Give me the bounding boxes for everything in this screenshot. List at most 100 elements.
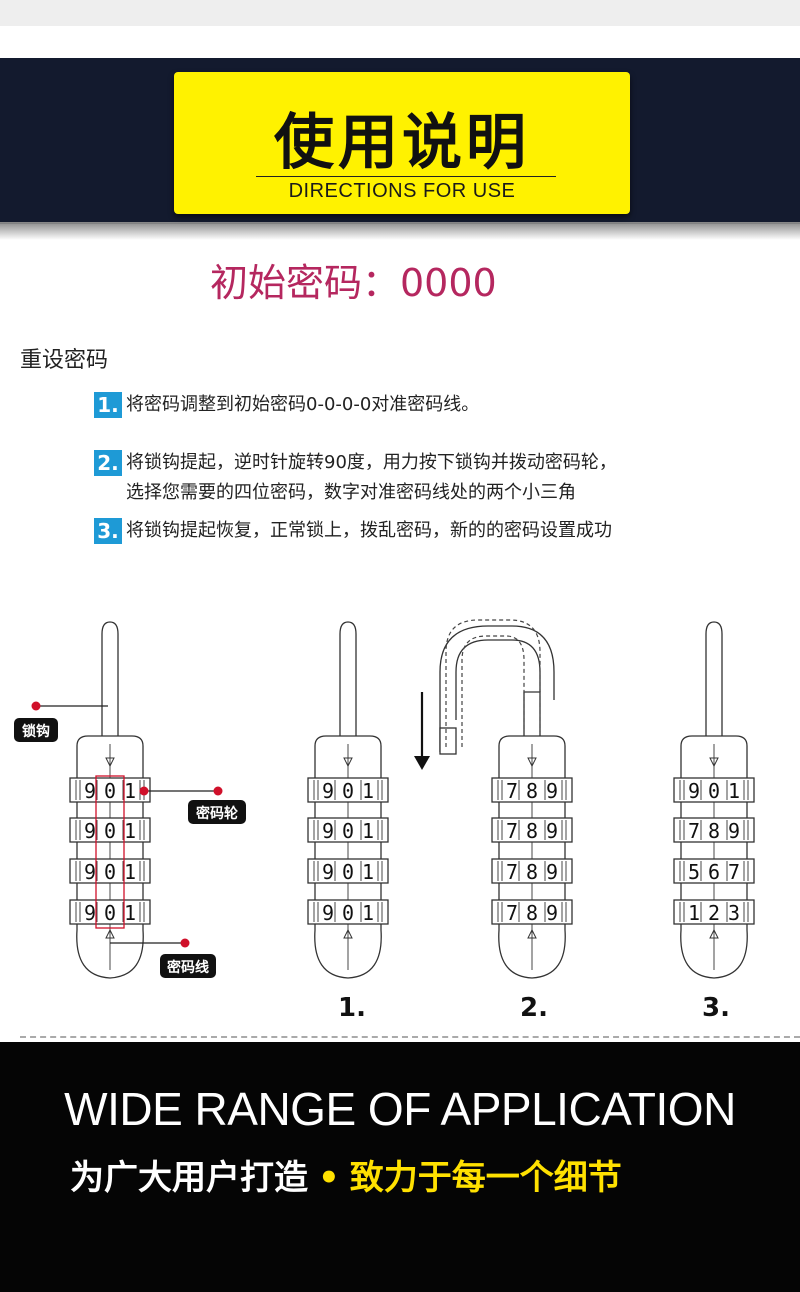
lock-1-wheel-3 [69, 858, 151, 884]
lock-3-wheel-3-digit-1: 7 [506, 860, 518, 884]
lifted-shackle-outline-inner [461, 635, 525, 747]
lock-2-wheel-4-digit-3: 1 [362, 901, 374, 925]
lock-2-wheel-1 [307, 777, 389, 803]
lock-2-top-triangle [343, 757, 353, 768]
footer-band [0, 1042, 800, 1292]
lock-2-wheel-1-digit-3: 1 [362, 779, 374, 803]
lock-4-wheel-4-digit-2: 2 [708, 901, 720, 925]
lock-1-shackle [101, 621, 119, 738]
lock-4-wheel-4-digit-3: 3 [728, 901, 740, 925]
lock-3-wheel-4-digit-1: 7 [506, 901, 518, 925]
lock-2-wheel-4-digit-1: 9 [322, 901, 334, 925]
lock-3-lifted-shackle [455, 639, 541, 720]
lock-1-wheel-2-digit-1: 9 [84, 819, 96, 843]
lock-3-wheel-1-digit-3: 9 [546, 779, 558, 803]
lock-4-top-triangle [709, 757, 719, 768]
step-1-text: 将密码调整到初始密码0-0-0-0对准密码线。 [126, 394, 480, 415]
footer-slogan-dot: • [318, 1158, 340, 1198]
lock-2-wheel-4-digit-2: 0 [342, 901, 354, 925]
diagram-step-1-label: 1. [338, 993, 366, 1023]
lock-1-wheel-3-digit-2: 0 [104, 860, 116, 884]
push-down-arrow-icon [414, 756, 430, 770]
lock-2-wheel-2-digit-1: 9 [322, 819, 334, 843]
wheel-marker-start [139, 786, 149, 796]
footer-slogan: 为广大用户打造•致力于每一个细节 [70, 1150, 622, 1199]
lock-2-wheel-3-digit-3: 1 [362, 860, 374, 884]
lock-3-wheel-2 [491, 817, 573, 843]
footer-slogan-left: 为广大用户打造 [70, 1158, 308, 1198]
lock-3-wheel-3-digit-3: 9 [546, 860, 558, 884]
lock-4-wheel-2-digit-1: 7 [688, 819, 700, 843]
lock-1-wheel-3-digit-3: 1 [124, 860, 136, 884]
lock-1-bottom-triangle [105, 928, 115, 939]
lock-3-wheel-2-digit-2: 8 [526, 819, 538, 843]
lock-2-wheel-2-digit-3: 1 [362, 819, 374, 843]
lock-2-wheel-1-digit-2: 0 [342, 779, 354, 803]
wheel-label: 密码轮 [195, 805, 238, 822]
lock-1-wheel-2-digit-2: 0 [104, 819, 116, 843]
lock-3-wheel-3-digit-2: 8 [526, 860, 538, 884]
header-title-box: 使用说明 DIRECTIONS FOR USE [174, 72, 630, 214]
lock-4-wheel-1-digit-3: 1 [728, 779, 740, 803]
lock-3-wheel-1 [491, 777, 573, 803]
lock-1-wheel-4-digit-3: 1 [124, 901, 136, 925]
lock-2-wheel-2-digit-2: 0 [342, 819, 354, 843]
lock-4-wheel-3 [673, 858, 755, 884]
lock-3-lifted-shackle-outer [439, 625, 555, 752]
lock-2-shackle [339, 621, 357, 738]
lock-3-shackle-tip [439, 727, 457, 755]
shackle-label-box [14, 718, 58, 742]
lock-3-wheel-1-digit-1: 7 [506, 779, 518, 803]
lock-4-bottom-triangle [709, 928, 719, 939]
lock-4-wheel-3-digit-3: 7 [728, 860, 740, 884]
lock-2-wheel-2 [307, 817, 389, 843]
lock-4-wheel-1-digit-2: 0 [708, 779, 720, 803]
lock-2-wheel-3-digit-2: 0 [342, 860, 354, 884]
lock-4-wheel-2-digit-3: 9 [728, 819, 740, 843]
top-strip [0, 0, 800, 26]
lock-3-top-triangle [527, 757, 537, 768]
line-label: 密码线 [166, 959, 209, 976]
lock-4-wheel-1 [673, 777, 755, 803]
reset-section-title: 重设密码 [20, 348, 109, 373]
step-2-text: 将锁钩提起，逆时针旋转90度，用力按下锁钩并拨动密码轮， [126, 452, 617, 473]
lock-3-wheel-2-digit-3: 9 [546, 819, 558, 843]
lock-2-wheel-1-digit-1: 9 [322, 779, 334, 803]
lock-3-wheel-3 [491, 858, 573, 884]
wheel-label-box [188, 800, 246, 824]
lock-4-wheel-3-digit-1: 5 [688, 860, 700, 884]
title-divider [256, 176, 556, 177]
page-title: 使用说明 [274, 108, 530, 178]
header-shadow [0, 222, 800, 240]
lock-2-wheel-3-digit-1: 9 [322, 860, 334, 884]
lock-1-wheel-4-digit-1: 9 [84, 901, 96, 925]
lock-3-wheel-4-digit-2: 8 [526, 901, 538, 925]
lock-1-wheel-3-digit-1: 9 [84, 860, 96, 884]
lock-1-wheel-2-digit-3: 1 [124, 819, 136, 843]
lock-1-wheel-1-digit-3: 1 [124, 779, 136, 803]
footer-title: WIDE RANGE OF APPLICATION [64, 1083, 736, 1135]
section-divider [20, 1036, 800, 1038]
lock-1-wheel-4 [69, 899, 151, 925]
diagram-step-2-label: 2. [520, 993, 548, 1023]
lock-2-wheel-3 [307, 858, 389, 884]
line-label-box [160, 954, 216, 978]
page-subtitle: DIRECTIONS FOR USE [288, 180, 516, 202]
footer-slogan-right: 致力于每一个细节 [349, 1158, 622, 1198]
shackle-label: 锁钩 [22, 723, 50, 740]
initial-password: 初始密码：0000 [210, 261, 497, 305]
step-2-number: 2. [94, 450, 122, 476]
lock-1-wheel-1 [69, 777, 151, 803]
lock-1-wheel-4-digit-2: 0 [104, 901, 116, 925]
wheel-marker-end [213, 786, 223, 796]
lock-4-wheel-3-digit-2: 6 [708, 860, 720, 884]
step-3-text: 将锁钩提起恢复，正常锁上，拨乱密码，新的的密码设置成功 [126, 520, 612, 541]
lock-3-shackle [523, 691, 541, 738]
lock-4-wheel-2 [673, 817, 755, 843]
lock-4-wheel-4 [673, 899, 755, 925]
lock-4-wheel-4-digit-1: 1 [688, 901, 700, 925]
code-line-highlight [95, 775, 125, 929]
lock-1-top-triangle [105, 757, 115, 768]
lock-3-wheel-4-digit-3: 9 [546, 901, 558, 925]
